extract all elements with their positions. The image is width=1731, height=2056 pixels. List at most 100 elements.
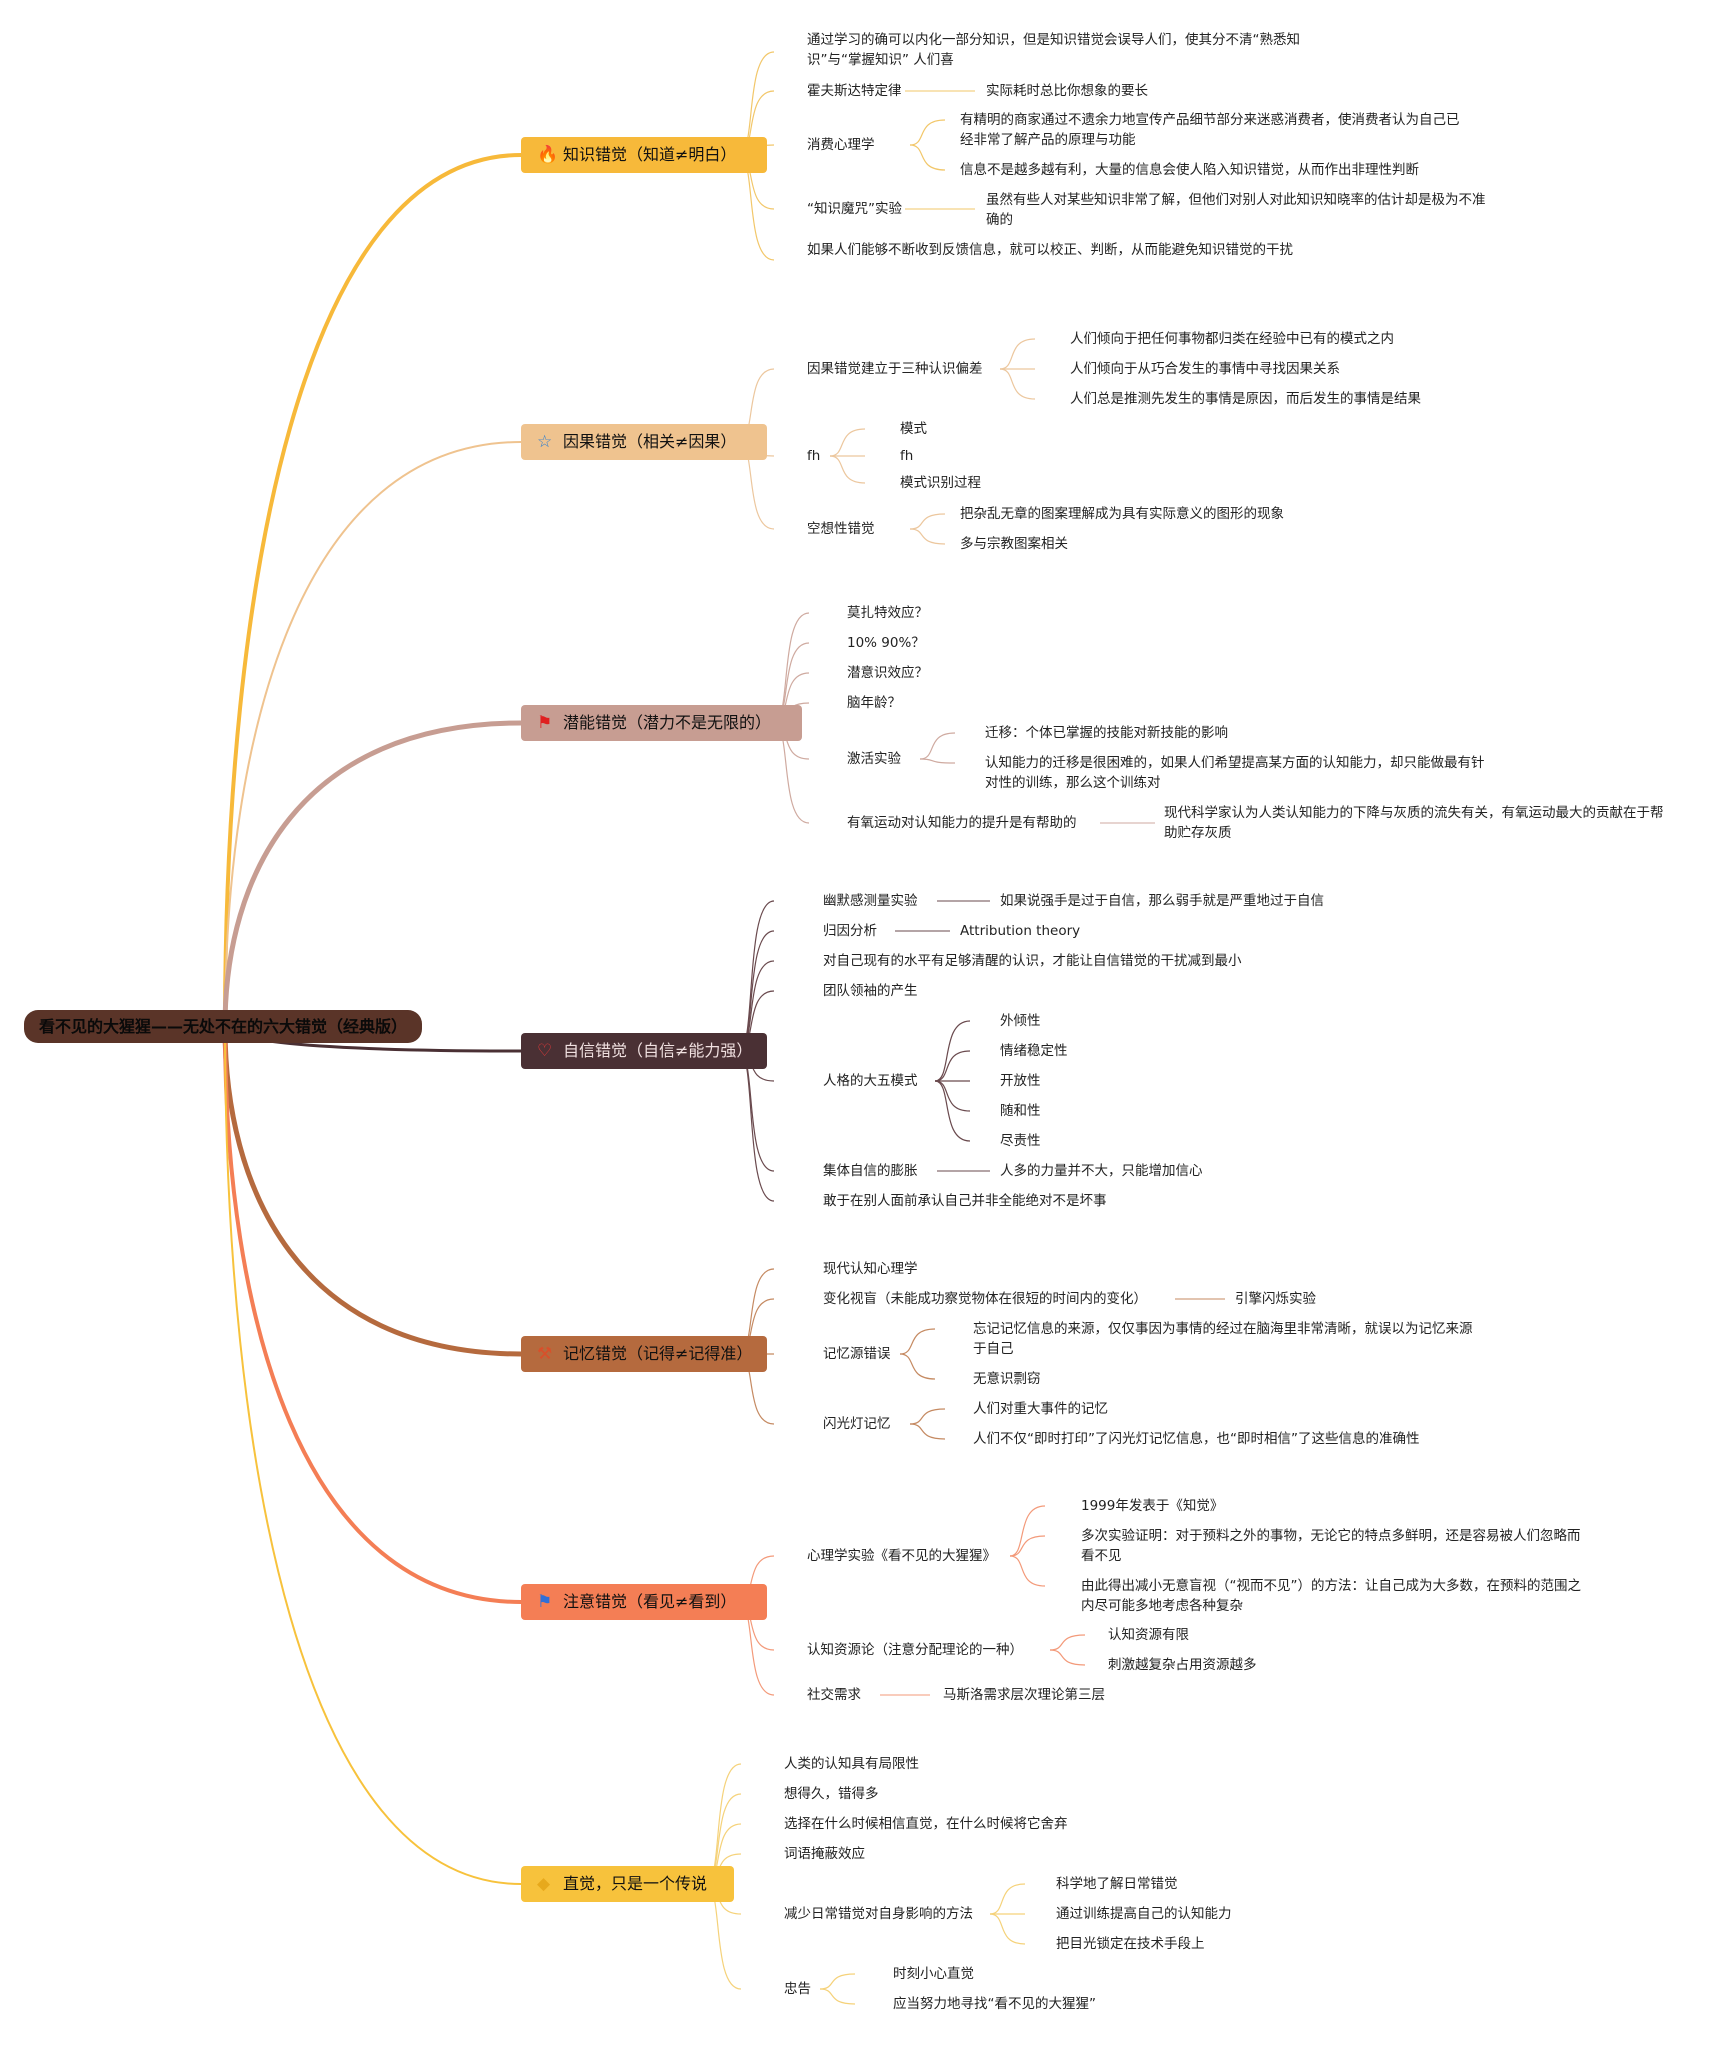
topic-ten-percent[interactable]: 10% 90%？ bbox=[847, 635, 925, 651]
topic-flashbulb-memory[interactable]: 闪光灯记忆 bbox=[823, 1416, 891, 1432]
leaf-humor-detail[interactable]: 如果说强手是过于自信，那么弱手就是严重地过于自信 bbox=[1000, 893, 1324, 909]
leaf-understand-illusions[interactable]: 科学地了解日常错觉 bbox=[1056, 1876, 1178, 1892]
connector bbox=[1009, 1505, 1046, 1557]
branch-attention-illusion[interactable]: ⚑注意错觉（看见≠看到） bbox=[521, 1584, 767, 1620]
main-branch-connector bbox=[224, 441, 522, 1028]
topic-subliminal[interactable]: 潜意识效应？ bbox=[847, 665, 928, 681]
leaf-pattern[interactable]: 模式 bbox=[900, 421, 927, 437]
topic-trust-intuition[interactable]: 选择在什么时候相信直觉，在什么时候将它舍弃 bbox=[784, 1816, 1068, 1832]
topic-consumer-psychology[interactable]: 消费心理学 bbox=[807, 137, 875, 153]
leaf-extraversion[interactable]: 外倾性 bbox=[1000, 1013, 1041, 1029]
leaf-openness[interactable]: 开放性 bbox=[1000, 1073, 1041, 1089]
leaf-maslow[interactable]: 马斯洛需求层次理论第三层 bbox=[943, 1687, 1105, 1703]
leaf-collective-detail[interactable]: 人多的力量并不大，只能增加信心 bbox=[1000, 1163, 1203, 1179]
main-branch-connector bbox=[223, 1026, 522, 1604]
fire-icon: 🔥 bbox=[537, 145, 559, 165]
branch-label: 注意错觉（看见≠看到） bbox=[563, 1592, 737, 1611]
branch-potential-illusion[interactable]: ⚑潜能错觉（潜力不是无限的） bbox=[521, 705, 802, 741]
topic-change-blindness[interactable]: 变化视盲（未能成功察觉物体在很短的时间内的变化） bbox=[823, 1291, 1147, 1307]
heart-icon: ♡ bbox=[537, 1041, 553, 1061]
branch-memory-illusion[interactable]: ⚒记忆错觉（记得≠记得准） bbox=[521, 1336, 767, 1372]
leaf-fh[interactable]: fh bbox=[900, 448, 914, 464]
topic-hofstadter-law[interactable]: 霍夫斯达特定律 bbox=[807, 83, 902, 99]
topic-cognitive-limits[interactable]: 人类的认知具有局限性 bbox=[784, 1756, 919, 1772]
leaf-pattern-recognition[interactable]: 模式识别过程 bbox=[900, 475, 981, 491]
topic-pareidolia[interactable]: 空想性错觉 bbox=[807, 521, 875, 537]
leaf-complex-stimuli[interactable]: 刺激越复杂占用资源越多 bbox=[1108, 1657, 1257, 1673]
topic-self-awareness[interactable]: 对自己现有的水平有足够清醒的认识，才能让自信错觉的干扰减到最小 bbox=[823, 953, 1242, 969]
branch-confidence-illusion[interactable]: ♡自信错觉（自信≠能力强） bbox=[521, 1033, 767, 1069]
leaf-causal-bias-2[interactable]: 人们倾向于从巧合发生的事情中寻找因果关系 bbox=[1070, 361, 1340, 377]
topic-knowledge-curse[interactable]: “知识魔咒”实验 bbox=[807, 201, 902, 217]
branch-label: 知识错觉（知道≠明白） bbox=[563, 145, 737, 164]
leaf-attribution-theory[interactable]: Attribution theory bbox=[960, 923, 1081, 939]
topic-verbal-overshadowing[interactable]: 词语掩蔽效应 bbox=[784, 1846, 865, 1862]
topic-cognitive-psychology[interactable]: 现代认知心理学 bbox=[823, 1261, 918, 1277]
branch-knowledge-illusion[interactable]: 🔥知识错觉（知道≠明白） bbox=[521, 137, 767, 173]
leaf-flicker-experiment[interactable]: 引擎闪烁实验 bbox=[1235, 1291, 1316, 1307]
topic-humor-test[interactable]: 幽默感测量实验 bbox=[823, 893, 918, 909]
leaf-cryptomnesia[interactable]: 无意识剽窃 bbox=[973, 1371, 1041, 1387]
topic-collective-confidence[interactable]: 集体自信的膨胀 bbox=[823, 1163, 918, 1179]
connector bbox=[934, 1080, 971, 1142]
topic-attribution[interactable]: 归因分析 bbox=[823, 923, 877, 939]
branch-causal-illusion[interactable]: ☆因果错觉（相关≠因果） bbox=[521, 424, 767, 460]
branch-label: 潜能错觉（潜力不是无限的） bbox=[563, 713, 772, 732]
connector bbox=[899, 1353, 936, 1380]
leaf-source-forgetting[interactable]: 忘记记忆信息的来源，仅仅事因为事情的经过在脑海里非常清晰，就误以为记忆来源于自己 bbox=[973, 1321, 1473, 1357]
topic-source-misattribution[interactable]: 记忆源错误 bbox=[823, 1346, 891, 1362]
topic-causal-biases[interactable]: 因果错觉建立于三种认识偏差 bbox=[807, 361, 983, 377]
leaf-consumer-merchants[interactable]: 有精明的商家通过不遗余力地宣传产品细节部分来迷惑消费者，使消费者认为自己已经非常… bbox=[960, 112, 1460, 148]
leaf-train-cognition[interactable]: 通过训练提高自己的认知能力 bbox=[1056, 1906, 1232, 1922]
branch-label: 因果错觉（相关≠因果） bbox=[563, 432, 737, 451]
topic-fh[interactable]: fh bbox=[807, 448, 821, 464]
leaf-find-gorilla[interactable]: 应当努力地寻找“看不见的大猩猩” bbox=[893, 1996, 1096, 2012]
leaf-reduce-inattention[interactable]: 由此得出减小无意盲视（“视而不见”）的方法：让自己成为大多数，在预料的范围之内尽… bbox=[1081, 1578, 1581, 1614]
topic-gorilla-experiment[interactable]: 心理学实验《看不见的大猩猩》 bbox=[807, 1548, 996, 1564]
leaf-pareidolia-def[interactable]: 把杂乱无章的图案理解成为具有实际意义的图形的现象 bbox=[960, 506, 1284, 522]
leaf-knowledge-curse-detail[interactable]: 虽然有些人对某些知识非常了解，但他们对别人对此知识知晓率的估计却是极为不准确的 bbox=[986, 192, 1486, 228]
leaf-flashbulb-events[interactable]: 人们对重大事件的记忆 bbox=[973, 1401, 1108, 1417]
central-topic[interactable]: 看不见的大猩猩——无处不在的六大错觉（经典版） bbox=[24, 1010, 422, 1043]
topic-big-five[interactable]: 人格的大五模式 bbox=[823, 1073, 918, 1089]
leaf-beware-intuition[interactable]: 时刻小心直觉 bbox=[893, 1966, 974, 1982]
leaf-consumer-info[interactable]: 信息不是越多越有利，大量的信息会使人陷入知识错觉，从而作出非理性判断 bbox=[960, 162, 1419, 178]
topic-advice[interactable]: 忠告 bbox=[784, 1981, 811, 1997]
leaf-transfer[interactable]: 迁移：个体已掌握的技能对新技能的影响 bbox=[985, 725, 1228, 741]
topic-social-needs[interactable]: 社交需求 bbox=[807, 1687, 861, 1703]
leaf-causal-bias-1[interactable]: 人们倾向于把任何事物都归类在经验中已有的模式之内 bbox=[1070, 331, 1394, 347]
topic-feedback[interactable]: 如果人们能够不断收到反馈信息，就可以校正、判断，从而能避免知识错觉的干扰 bbox=[807, 242, 1293, 258]
topic-mozart-effect[interactable]: 莫扎特效应？ bbox=[847, 605, 928, 621]
leaf-conscientiousness[interactable]: 尽责性 bbox=[1000, 1133, 1041, 1149]
leaf-unexpected-objects[interactable]: 多次实验证明：对于预料之外的事物，无论它的特点多鲜明，还是容易被人们忽略而看不见 bbox=[1081, 1528, 1581, 1564]
connector bbox=[899, 1328, 936, 1355]
leaf-causal-bias-3[interactable]: 人们总是推测先发生的事情是原因，而后发生的事情是结果 bbox=[1070, 391, 1421, 407]
leaf-pareidolia-religion[interactable]: 多与宗教图案相关 bbox=[960, 536, 1068, 552]
gem-icon: ◆ bbox=[537, 1874, 551, 1894]
branch-intuition-myth[interactable]: ◆直觉，只是一个传说 bbox=[521, 1866, 734, 1902]
topic-knowledge-internalize[interactable]: 通过学习的确可以内化一部分知识，但是知识错觉会误导人们，使其分不清“熟悉知识”与… bbox=[807, 32, 1300, 68]
topic-reduce-illusions[interactable]: 减少日常错觉对自身影响的方法 bbox=[784, 1906, 973, 1922]
leaf-focus-technology[interactable]: 把目光锁定在技术手段上 bbox=[1056, 1936, 1205, 1952]
topic-think-long[interactable]: 想得久，错得多 bbox=[784, 1786, 879, 1802]
topic-resource-theory[interactable]: 认知资源论（注意分配理论的一种） bbox=[807, 1642, 1023, 1658]
leaf-agreeableness[interactable]: 随和性 bbox=[1000, 1103, 1041, 1119]
connector bbox=[1009, 1535, 1046, 1557]
leaf-limited-resources[interactable]: 认知资源有限 bbox=[1108, 1627, 1189, 1643]
topic-activation-experiment[interactable]: 激活实验 bbox=[847, 751, 901, 767]
leaf-flashbulb-belief[interactable]: 人们不仅“即时打印”了闪光灯记忆信息，也“即时相信”了这些信息的准确性 bbox=[973, 1431, 1420, 1447]
topic-brain-age[interactable]: 脑年龄？ bbox=[847, 695, 901, 711]
leaf-hofstadter-detail[interactable]: 实际耗时总比你想象的要长 bbox=[986, 83, 1148, 99]
connector bbox=[999, 368, 1036, 400]
leaf-emotional-stability[interactable]: 情绪稳定性 bbox=[1000, 1043, 1068, 1059]
main-branch-connector bbox=[223, 153, 522, 1028]
leaf-transfer-difficulty[interactable]: 认知能力的迁移是很困难的，如果人们希望提高某方面的认知能力，却只能做最有针对性的… bbox=[985, 755, 1485, 791]
connector bbox=[1049, 1649, 1086, 1666]
connector bbox=[919, 758, 956, 764]
leaf-aerobic-detail[interactable]: 现代科学家认为人类认知能力的下降与灰质的流失有关，有氧运动最大的贡献在于帮助贮存… bbox=[1164, 805, 1664, 841]
topic-aerobic-exercise[interactable]: 有氧运动对认知能力的提升是有帮助的 bbox=[847, 815, 1077, 831]
topic-admit-limits[interactable]: 敢于在别人面前承认自己并非全能绝对不是坏事 bbox=[823, 1193, 1107, 1209]
leaf-published-1999[interactable]: 1999年发表于《知觉》 bbox=[1081, 1498, 1224, 1514]
topic-team-leader[interactable]: 团队领袖的产生 bbox=[823, 983, 918, 999]
